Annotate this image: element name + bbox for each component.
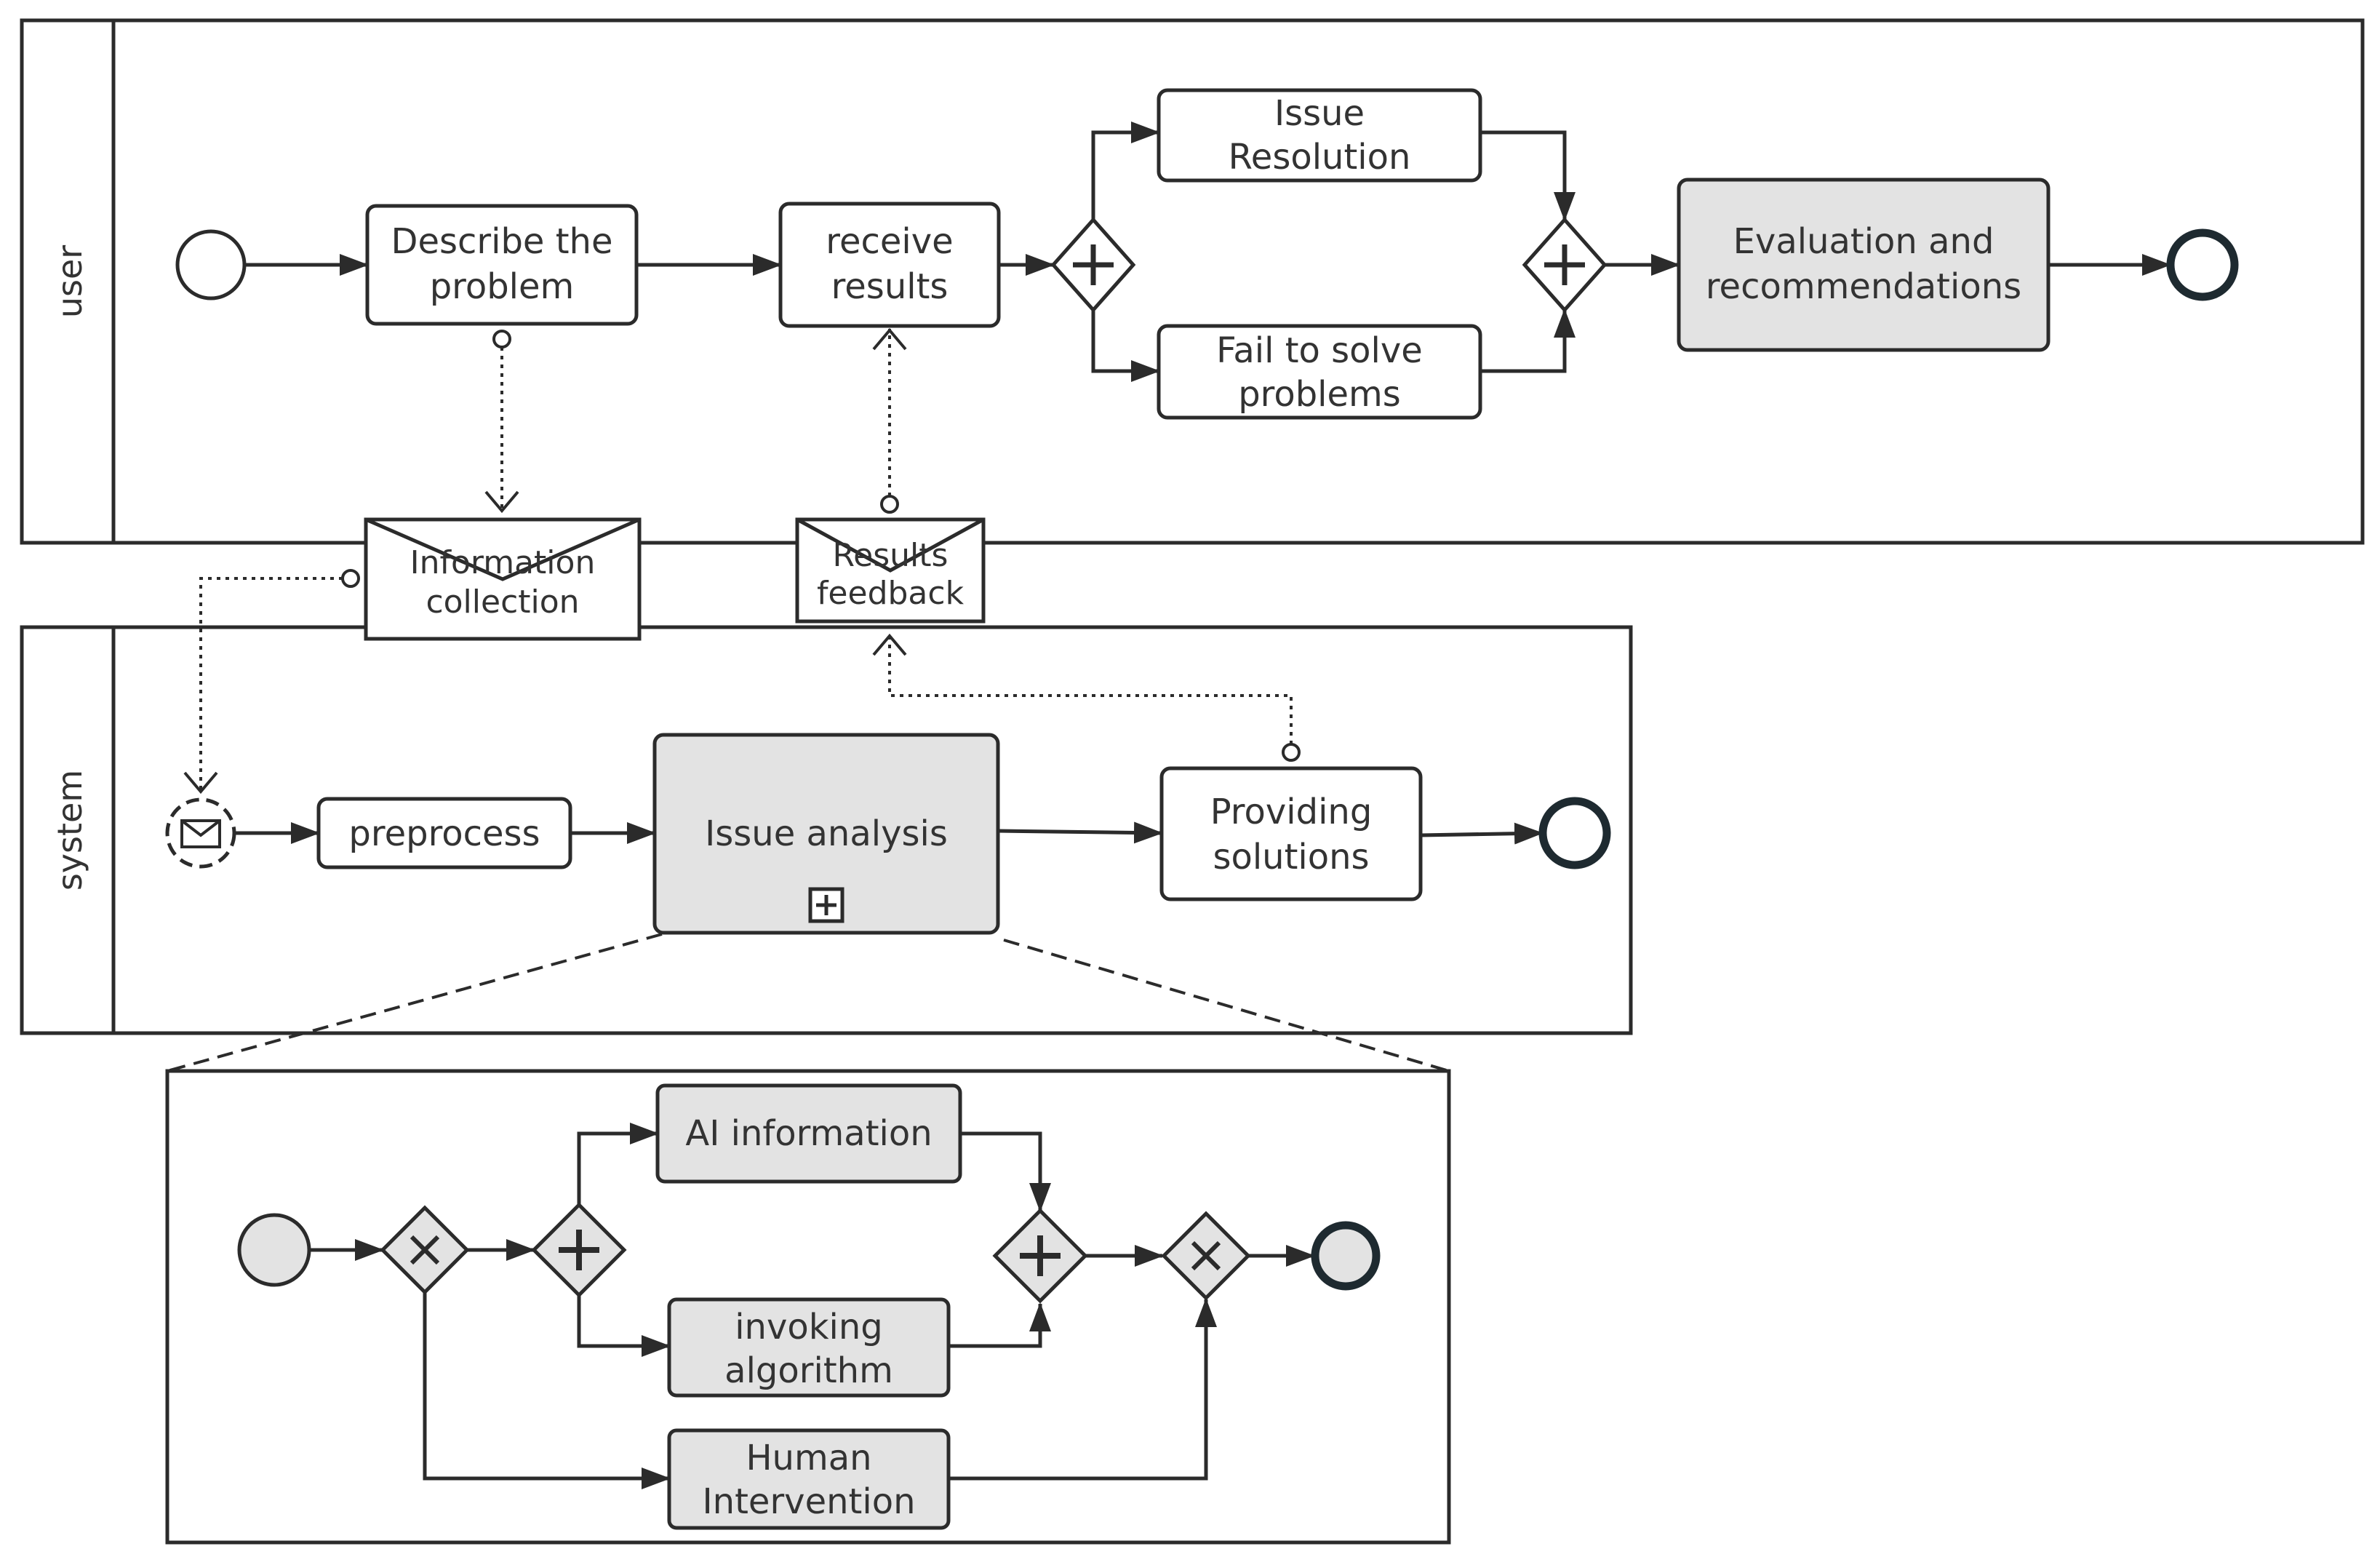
system-end-event xyxy=(1538,797,1611,869)
task-describe-line1: Describe the xyxy=(391,221,613,262)
task-receive-line2: results xyxy=(831,266,949,307)
message-information-line1: Information xyxy=(410,544,596,581)
user-end-event xyxy=(2166,228,2239,301)
task-providing-line1: Providing xyxy=(1210,792,1373,832)
task-preprocess-label: preprocess xyxy=(348,813,540,854)
task-issue-resolution-line1: Issue xyxy=(1274,93,1365,134)
subprocess-issue-analysis-label: Issue analysis xyxy=(705,813,948,854)
task-evaluation-line1: Evaluation and xyxy=(1733,221,1994,262)
task-providing-line2: solutions xyxy=(1213,837,1369,877)
task-fail-line2: problems xyxy=(1238,374,1401,415)
task-ai-information: AI information xyxy=(655,1083,962,1184)
subprocess-start-event xyxy=(237,1213,311,1287)
subprocess-issue-analysis: Issue analysis xyxy=(652,733,1000,935)
task-describe-line2: problem xyxy=(430,266,575,307)
user-parallel-gateway-join xyxy=(1522,217,1608,313)
user-pool-label: user xyxy=(50,245,89,318)
task-invoking-algorithm: invoking algorithm xyxy=(667,1297,951,1398)
task-invoking-line1: invoking xyxy=(735,1307,883,1347)
message-information-line2: collection xyxy=(426,584,579,621)
expand-marker-icon xyxy=(808,887,844,923)
message-results-feedback: Results feedback xyxy=(795,517,986,624)
task-issue-resolution-line2: Resolution xyxy=(1229,137,1411,178)
task-evaluation-line2: recommendations xyxy=(1706,266,2021,307)
task-invoking-line2: algorithm xyxy=(724,1350,893,1391)
task-issue-resolution: Issue Resolution xyxy=(1157,88,1482,183)
task-providing-solutions: Providing solutions xyxy=(1159,766,1423,901)
task-preprocess: preprocess xyxy=(316,797,572,869)
task-evaluation: Evaluation and recommendations xyxy=(1677,178,2050,352)
subprocess-end-event xyxy=(1311,1221,1381,1291)
task-fail-line1: Fail to solve xyxy=(1216,330,1423,371)
user-parallel-gateway-split xyxy=(1050,217,1136,313)
message-information-collection: Information collection xyxy=(364,517,642,641)
subprocess-exclusive-gateway-join xyxy=(1161,1211,1251,1301)
user-start-event xyxy=(175,229,247,300)
message-results-line2: feedback xyxy=(817,575,965,612)
task-receive-results: receive results xyxy=(778,202,1001,328)
task-fail-to-solve: Fail to solve problems xyxy=(1157,324,1482,420)
subprocess-parallel-gateway-join xyxy=(992,1208,1088,1304)
message-results-line1: Results xyxy=(833,537,949,574)
system-pool-label: system xyxy=(50,770,89,891)
task-human-line1: Human xyxy=(746,1438,871,1478)
task-human-line2: Intervention xyxy=(703,1481,916,1522)
task-describe-problem: Describe the problem xyxy=(365,204,639,326)
task-receive-line1: receive xyxy=(826,221,953,262)
task-human-intervention: Human Intervention xyxy=(667,1428,951,1530)
system-message-start-event xyxy=(165,797,236,869)
task-ai-information-label: AI information xyxy=(685,1113,932,1154)
